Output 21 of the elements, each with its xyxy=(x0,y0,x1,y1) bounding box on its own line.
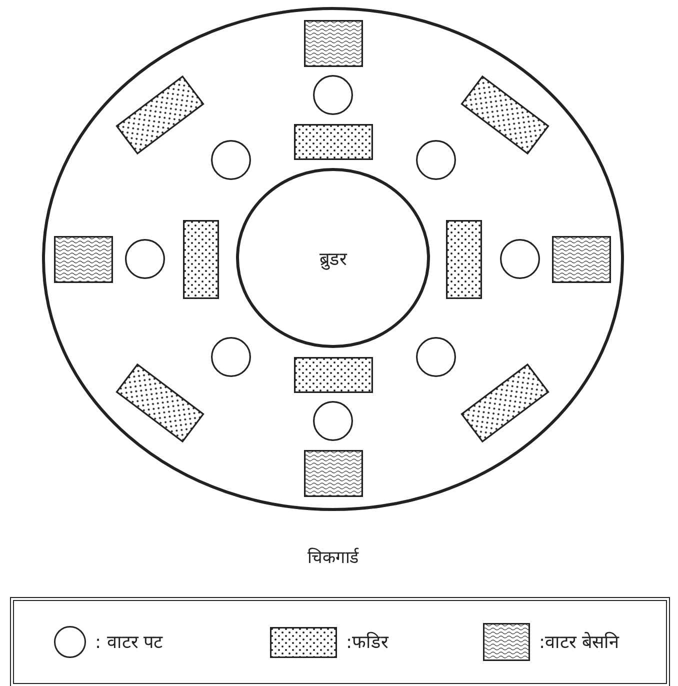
feeder-box xyxy=(183,220,219,298)
water-pot-circle xyxy=(313,75,353,115)
brooder-label: ब्रुडर xyxy=(320,248,346,270)
water-pot-circle xyxy=(416,140,456,180)
legend-label: :वाटर बेसनि xyxy=(539,630,619,653)
water-basin-box xyxy=(552,236,610,282)
water-pot-circle xyxy=(125,239,165,279)
feeder-box xyxy=(294,124,372,160)
feeder-box xyxy=(294,357,372,393)
water-basin-box xyxy=(304,20,362,66)
caption-label: चिकगार्ड xyxy=(306,546,360,568)
water-pot-circle xyxy=(211,337,251,377)
legend-label: : वाटर पट xyxy=(95,631,163,653)
water-pot-circle xyxy=(416,337,456,377)
legend-label: :फडिर xyxy=(346,630,388,653)
water-basin-box xyxy=(304,450,362,496)
water-basin-box xyxy=(54,236,112,282)
feeder-box xyxy=(446,220,482,298)
water-pot-circle xyxy=(500,239,540,279)
water-pot-circle xyxy=(211,140,251,180)
water-pot-circle xyxy=(313,401,353,441)
